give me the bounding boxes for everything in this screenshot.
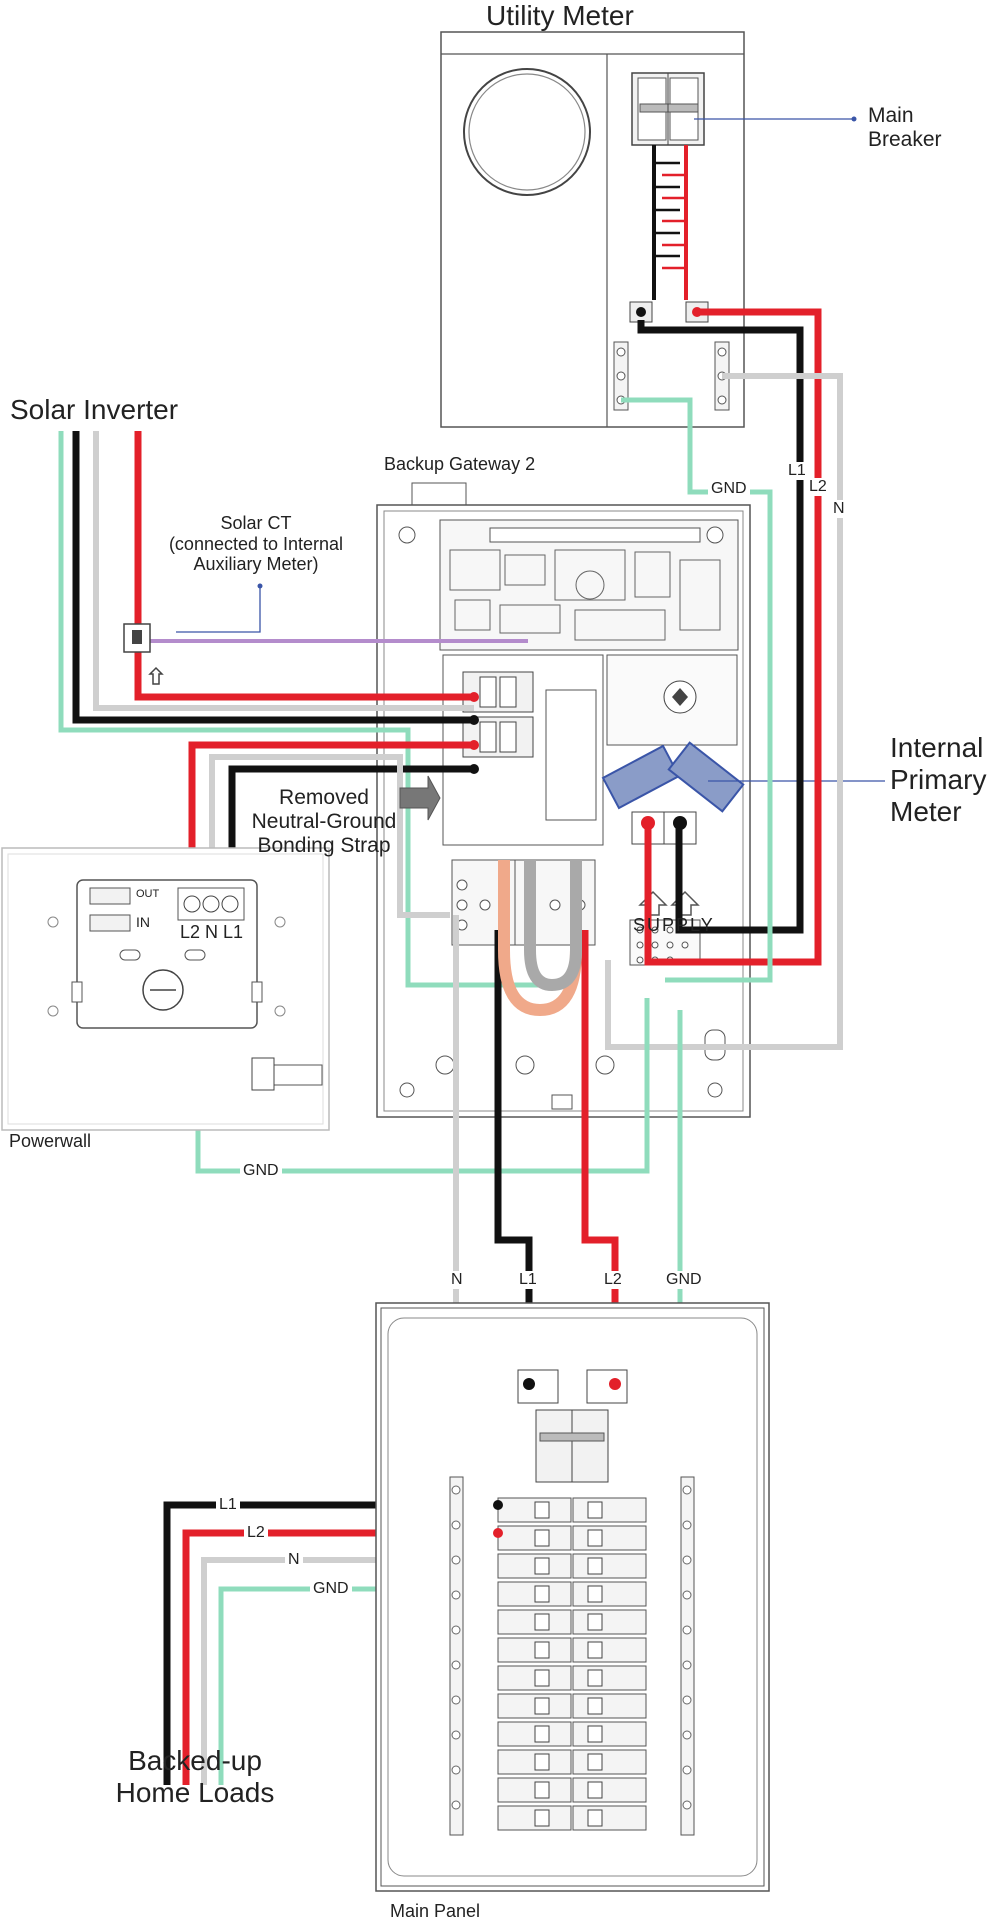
removed-bonding-strap-label: Removed Neutral-Ground Bonding Strap — [251, 786, 397, 858]
main-breaker — [631, 72, 705, 146]
wire-label-l1-top: L1 — [785, 462, 809, 480]
wire-label-n-loads: N — [285, 1551, 303, 1569]
wire-label-l1-loads: L1 — [216, 1496, 240, 1514]
main-breaker-label: Main Breaker — [868, 104, 942, 152]
powerwall-out-label: OUT — [136, 888, 160, 900]
wire-label-l1-bottom: L1 — [516, 1271, 540, 1289]
powerwall — [1, 847, 330, 1131]
internal-primary-meter — [601, 741, 745, 845]
solar-ct-label: Solar CT (connected to Internal Auxiliar… — [168, 513, 344, 575]
main-panel-label: Main Panel — [390, 1901, 481, 1921]
wire-label-n-top: N — [830, 500, 848, 518]
powerwall-terminals-label: L2 N L1 — [180, 922, 244, 942]
wire-label-l2-top: L2 — [806, 478, 830, 496]
utility-meter — [440, 31, 745, 428]
powerwall-label: Powerwall — [9, 1131, 92, 1151]
wire-label-n-bottom: N — [448, 1271, 466, 1289]
utility-meter-title: Utility Meter — [486, 0, 634, 31]
backup-gateway-title: Backup Gateway 2 — [384, 454, 536, 474]
solar-ct-leader — [176, 586, 261, 633]
internal-primary-meter-label: Internal Primary Meter — [890, 732, 987, 828]
wire-label-gnd-top: GND — [708, 480, 750, 498]
backed-up-loads-label: Backed-up Home Loads — [115, 1745, 275, 1809]
wire-label-l2-bottom: L2 — [601, 1271, 625, 1289]
main-panel — [375, 1302, 770, 1892]
supply-label: SUPPLY — [633, 915, 715, 935]
powerwall-in-label: IN — [136, 914, 150, 930]
main-breaker-leader — [694, 116, 857, 122]
meter-dial — [463, 68, 591, 196]
wire-label-l2-loads: L2 — [244, 1524, 268, 1542]
solar-ct — [123, 623, 164, 685]
bonding-strap — [498, 860, 582, 1017]
wire-label-gnd-loads: GND — [310, 1580, 352, 1598]
wire-label-gnd-bottom: GND — [663, 1271, 705, 1289]
solar-inverter-title: Solar Inverter — [10, 394, 179, 425]
gateway-terminals — [469, 692, 479, 774]
wire-label-gnd-powerwall: GND — [240, 1162, 282, 1180]
branch-breakers — [497, 1497, 647, 1831]
bonding-arrow-icon — [399, 775, 441, 821]
